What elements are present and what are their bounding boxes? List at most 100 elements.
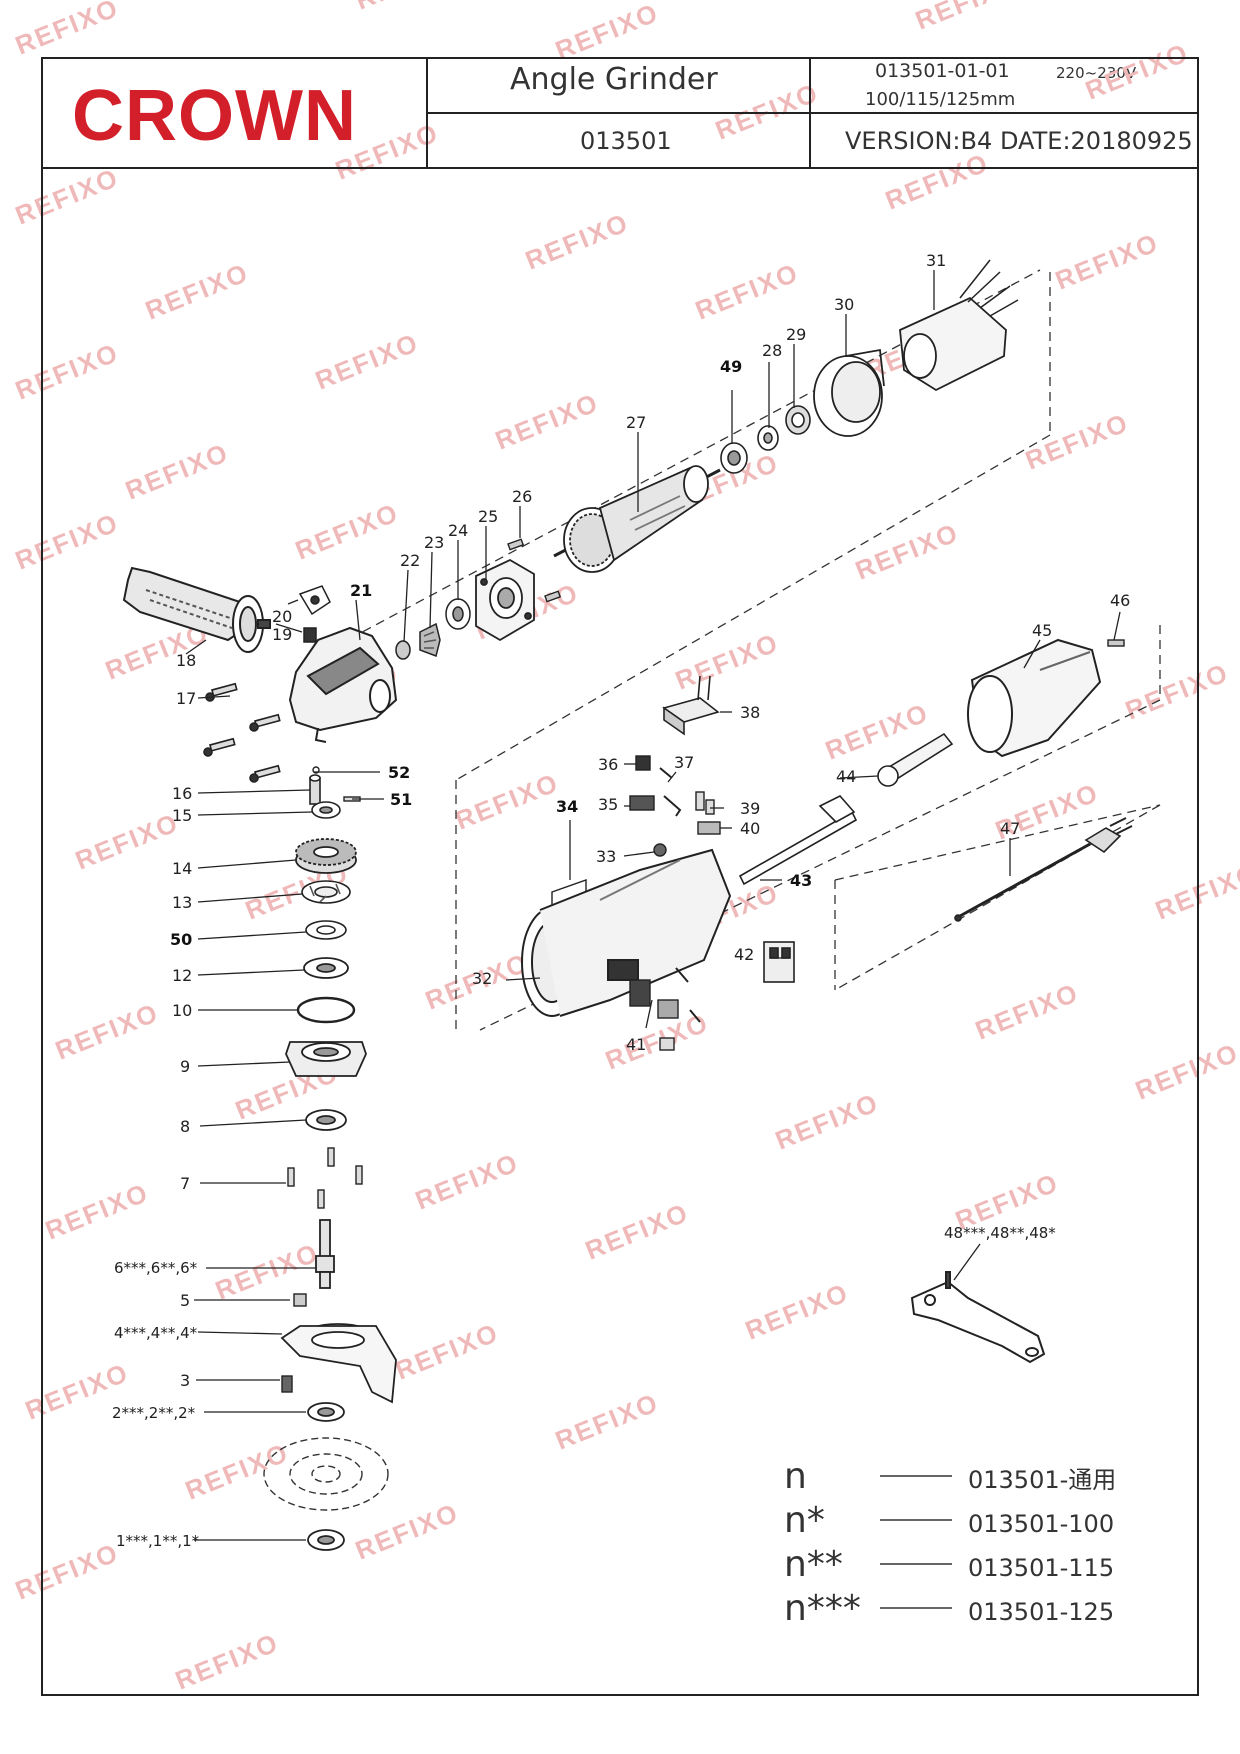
watermark-text: REFIXO (391, 1317, 503, 1386)
callout-10: 10 (172, 1001, 192, 1020)
callout-2: 2***,2**,2* (112, 1404, 196, 1422)
callout-8: 8 (180, 1117, 190, 1136)
part-38 (662, 675, 720, 736)
motor-housing-32 (521, 848, 732, 1017)
part-33 (653, 843, 667, 857)
callout-9: 9 (180, 1057, 190, 1076)
watermark-text: REFIXO (741, 1277, 853, 1346)
clutch-13 (301, 880, 351, 904)
washer-50 (305, 920, 347, 940)
callout-36: 36 (598, 755, 618, 774)
switch-rod-44 (877, 732, 954, 787)
screw-46 (1107, 639, 1125, 647)
watermark-text: REFIXO (551, 1387, 663, 1456)
watermark-text: REFIXO (11, 337, 123, 406)
rear-cover-45 (967, 638, 1102, 758)
callout-51: 51 (390, 790, 412, 809)
armature-27 (553, 465, 721, 573)
pin-16 (309, 774, 321, 805)
watermark-text: REFIXO (1051, 227, 1163, 296)
screws-26 (507, 538, 562, 603)
callout-48: 48***,48**,48* (944, 1224, 1056, 1242)
part-code: 013501-01-01 (875, 60, 1010, 82)
watermark-text: REFIXO (911, 0, 1023, 36)
outer-flange-1 (307, 1529, 345, 1551)
legend-code-1: 013501-100 (968, 1510, 1114, 1538)
title-block-frame (41, 57, 1199, 1696)
callout-46: 46 (1110, 591, 1130, 610)
brush-holders-41 (629, 967, 701, 1051)
callout-32: 32 (472, 969, 492, 988)
callout-14: 14 (172, 859, 192, 878)
callout-25: 25 (478, 507, 498, 526)
screws-17 (203, 682, 281, 783)
callout-19: 19 (272, 625, 292, 644)
wheel-guard-4 (280, 1323, 397, 1404)
grinding-disc (263, 1437, 389, 1511)
lock-plate-20 (298, 585, 331, 616)
watermark-text: REFIXO (11, 162, 123, 231)
callout-39: 39 (740, 799, 760, 818)
watermark-text: REFIXO (491, 387, 603, 456)
callout-23: 23 (424, 533, 444, 552)
watermark-text: REFIXO (771, 1087, 883, 1156)
callout-4: 4***,4**,4* (114, 1324, 198, 1342)
watermark-layer: REFIXO REFIXO REFIXO REFIXO REFIXO REFIXO REFI… (11, 0, 1240, 1696)
callout-41: 41 (626, 1035, 646, 1054)
callout-26: 26 (512, 487, 532, 506)
inner-flange-2 (307, 1402, 345, 1422)
watermark-text: REFIXO (11, 0, 123, 61)
ring-28 (757, 425, 779, 451)
watermark-text: REFIXO (121, 437, 233, 506)
callout-31: 31 (926, 251, 946, 270)
callout-28: 28 (762, 341, 782, 360)
watermark-text: REFIXO (171, 1627, 283, 1696)
pinion-23 (419, 622, 441, 657)
callout-30: 30 (834, 295, 854, 314)
legend-symbol-1: n* (784, 1500, 825, 1541)
stator-31 (899, 259, 1019, 392)
watermark-text: REFIXO (1021, 407, 1133, 476)
callout-33: 33 (596, 847, 616, 866)
callout-1: 1***,1**,1* (116, 1532, 200, 1550)
key-5 (293, 1293, 307, 1307)
callout-40: 40 (740, 819, 760, 838)
watermark-text: REFIXO (521, 207, 633, 276)
watermark-text: REFIXO (51, 997, 163, 1066)
legend-code-0: 013501-通用 (968, 1466, 1116, 1494)
switch-parts-35-40 (629, 755, 721, 835)
watermark-text: REFIXO (351, 0, 463, 16)
power-cord-47 (954, 817, 1133, 922)
watermark-text: REFIXO (671, 627, 783, 696)
bearing-12 (303, 957, 349, 979)
callout-15: 15 (172, 806, 192, 825)
callout-35: 35 (598, 795, 618, 814)
callout-52: 52 (388, 763, 410, 782)
callout-49: 49 (720, 357, 742, 376)
callout-labels: 1***,1**,1*2***,2**,2*34***,4**,4*56***,… (112, 251, 1130, 1550)
bearing-cover-9 (285, 1041, 367, 1077)
watermark-text: REFIXO (311, 327, 423, 396)
spindle-6 (315, 1219, 335, 1289)
watermark-text: REFIXO (1121, 657, 1233, 726)
date-label: DATE:20180925 (1000, 127, 1193, 155)
callout-29: 29 (786, 325, 806, 344)
bearing-plate-25 (475, 558, 535, 642)
fan-baffle-30 (813, 348, 885, 437)
watermark-text: REFIXO (551, 0, 663, 66)
leader-lines (185, 270, 1121, 1541)
watermark-text: REFIXO (11, 1537, 123, 1606)
legend-symbol-0: n (784, 1456, 807, 1497)
watermark-text: REFIXO (711, 77, 823, 146)
watermark-text: REFIXO (881, 147, 993, 216)
watermark-text: REFIXO (1081, 37, 1193, 106)
watermark-text: REFIXO (291, 497, 403, 566)
callout-17: 17 (176, 689, 196, 708)
nut-22 (395, 640, 411, 660)
legend-code-3: 013501-125 (968, 1598, 1114, 1626)
bearing-29 (785, 405, 811, 435)
bearing-49 (720, 442, 748, 474)
bearing-15 (311, 801, 341, 819)
